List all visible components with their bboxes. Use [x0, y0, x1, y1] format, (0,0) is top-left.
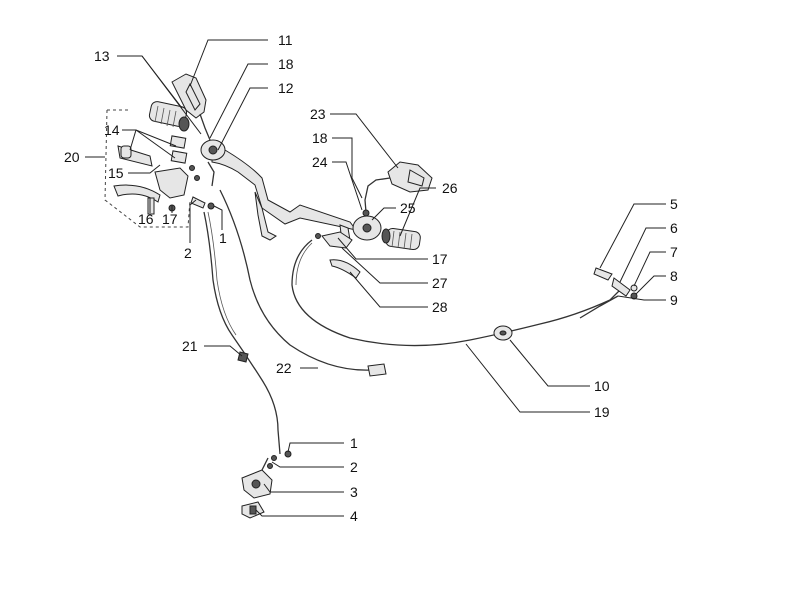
- label-9: 9: [670, 292, 678, 308]
- label-2-upper: 2: [184, 245, 192, 261]
- label-14: 14: [104, 122, 120, 138]
- brake-caliper: [241, 450, 292, 519]
- label-15: 15: [108, 165, 124, 181]
- left-switch-housing: [200, 139, 226, 161]
- label-27: 27: [432, 275, 448, 291]
- front-brake-cable: [203, 211, 281, 455]
- label-4: 4: [350, 508, 358, 524]
- label-2-lower: 2: [350, 459, 358, 475]
- label-17-right: 17: [432, 251, 448, 267]
- label-11: 11: [278, 32, 293, 48]
- right-mirror: [362, 161, 433, 217]
- label-26: 26: [442, 180, 458, 196]
- leader-lines: [85, 39, 666, 517]
- label-6: 6: [670, 220, 678, 236]
- label-8: 8: [670, 268, 678, 284]
- label-1-lower: 1: [350, 435, 358, 451]
- rear-adjuster-parts: [579, 267, 638, 319]
- label-20: 20: [64, 149, 80, 165]
- label-16: 16: [138, 211, 154, 227]
- label-1-upper: 1: [219, 230, 227, 246]
- label-23: 23: [310, 106, 326, 122]
- label-22: 22: [276, 360, 292, 376]
- label-21: 21: [182, 338, 198, 354]
- throttle-housing: [352, 215, 382, 241]
- label-19: 19: [594, 404, 610, 420]
- label-18-left: 18: [278, 56, 294, 72]
- label-24: 24: [312, 154, 328, 170]
- label-17-left: 17: [162, 211, 178, 227]
- parts-group-20: [104, 109, 200, 228]
- cable-holder: [493, 325, 513, 341]
- label-28: 28: [432, 299, 448, 315]
- right-grip: [381, 227, 421, 251]
- part-labels: 11 13 18 12 20 14 15 16 17 2 1 23 18 24 …: [64, 32, 678, 524]
- label-18-right: 18: [312, 130, 328, 146]
- label-5: 5: [670, 196, 678, 212]
- left-mirror: [171, 73, 211, 141]
- label-12: 12: [278, 80, 294, 96]
- label-7: 7: [670, 244, 678, 260]
- label-13: 13: [94, 48, 110, 64]
- rear-brake-cable: [291, 239, 621, 347]
- handlebar: [211, 149, 358, 243]
- label-25: 25: [400, 200, 416, 216]
- right-lever-assembly: [315, 231, 361, 279]
- throttle-cable: [219, 189, 387, 377]
- label-3: 3: [350, 484, 358, 500]
- left-grip: [148, 101, 190, 132]
- lever-fasteners: [190, 161, 215, 210]
- label-10: 10: [594, 378, 610, 394]
